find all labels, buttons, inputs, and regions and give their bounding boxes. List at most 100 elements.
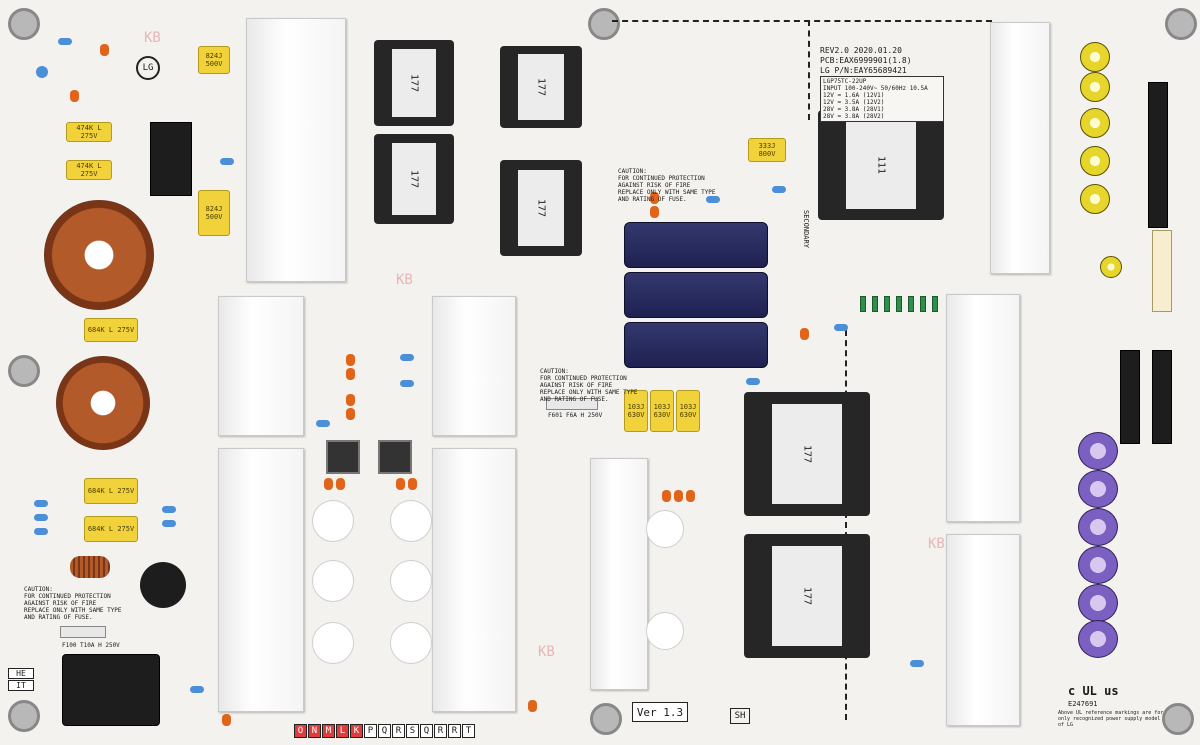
output-line: 28V = 3.8A (28V2)	[823, 113, 885, 120]
kb-watermark: KB	[144, 30, 161, 46]
letter-box: K	[350, 724, 363, 738]
input-connector	[62, 654, 160, 726]
film-capacitor: 824J 500V	[198, 190, 230, 236]
output-capacitor	[1078, 432, 1118, 470]
resistor	[336, 478, 345, 490]
connector	[1148, 82, 1168, 228]
caution-text: CAUTION: FOR CONTINUED PROTECTION AGAINS…	[618, 168, 716, 203]
resistor	[650, 206, 659, 218]
bulk-capacitor	[624, 222, 768, 268]
y-capacitor	[34, 528, 48, 535]
output-capacitor	[1078, 584, 1118, 622]
small-transformer	[326, 440, 360, 474]
resistor	[674, 490, 683, 502]
output-line: 12V = 1.6A (12V1)	[823, 92, 885, 99]
rev-text: REV2.0 2020.01.20	[820, 46, 902, 55]
kb-watermark: KB	[538, 644, 555, 660]
bottom-letter-strip: O N M L K P Q R S Q R R T	[294, 724, 476, 738]
y-capacitor	[400, 380, 414, 387]
caution-text: CAUTION: FOR CONTINUED PROTECTION AGAINS…	[24, 586, 122, 621]
resistor	[346, 354, 355, 366]
resistor	[800, 328, 809, 340]
lg-pn-text: LG P/N:EAY65689421	[820, 66, 907, 75]
y-capacitor	[220, 158, 234, 165]
letter-box: O	[294, 724, 307, 738]
relay	[150, 122, 192, 196]
film-capacitor: 103J 630V	[676, 390, 700, 432]
bulk-capacitor	[624, 272, 768, 318]
resistor	[662, 490, 671, 502]
pcb-text: PCB:EAX6999901(1.8)	[820, 56, 912, 65]
film-capacitor: 103J 630V	[624, 390, 648, 432]
y-capacitor	[34, 500, 48, 507]
lg-logo-icon: LG	[136, 56, 160, 80]
secondary-label: SECONDARY	[802, 210, 810, 248]
resistor	[346, 408, 355, 420]
resistor	[686, 490, 695, 502]
output-line: 12V = 3.5A (12V2)	[823, 99, 885, 106]
transformer: 177	[744, 392, 870, 516]
fuse	[546, 398, 598, 410]
output-capacitor	[1080, 72, 1110, 102]
small-transformer	[378, 440, 412, 474]
resistor	[70, 90, 79, 102]
component	[646, 612, 684, 650]
heatsink	[946, 534, 1020, 726]
component	[312, 500, 354, 542]
component	[312, 560, 354, 602]
resistor	[908, 296, 914, 312]
heatsink	[946, 294, 1020, 522]
resistor	[100, 44, 109, 56]
inductor	[70, 556, 110, 578]
output-capacitor	[1078, 546, 1118, 584]
transformer: 111	[818, 110, 944, 220]
ul-number: E247691	[1068, 700, 1098, 708]
common-mode-choke	[56, 356, 150, 450]
resistor	[324, 478, 333, 490]
output-capacitor	[1080, 184, 1110, 214]
film-capacitor: 684K L 275V	[84, 516, 138, 542]
output-capacitor	[1080, 42, 1110, 72]
ul-note: Above UL reference markings are for only…	[1058, 710, 1164, 728]
resistor	[650, 192, 659, 204]
resistor	[528, 700, 537, 712]
y-capacitor	[34, 514, 48, 521]
film-capacitor: 333J 800V	[748, 138, 786, 162]
output-capacitor	[1078, 620, 1118, 658]
y-capacitor	[162, 506, 176, 513]
transformer: 177	[500, 160, 582, 256]
output-capacitor	[1080, 146, 1110, 176]
letter-box: Q	[378, 724, 391, 738]
letter-box: R	[434, 724, 447, 738]
letter-box: Q	[420, 724, 433, 738]
letter-box: N	[308, 724, 321, 738]
isolation-trace	[808, 20, 810, 120]
film-capacitor: 103J 630V	[650, 390, 674, 432]
version-label: Ver 1.3	[632, 702, 688, 722]
heatsink	[218, 296, 304, 436]
letter-box: R	[448, 724, 461, 738]
thermistor	[140, 562, 186, 608]
y-capacitor	[834, 324, 848, 331]
connector	[1152, 230, 1172, 312]
resistor	[346, 394, 355, 406]
heatsink	[218, 448, 304, 712]
resistor	[932, 296, 938, 312]
heatsink	[990, 22, 1050, 274]
input-text: INPUT 100-240V~ 50/60Hz 10.5A	[823, 85, 928, 92]
component	[390, 560, 432, 602]
y-capacitor	[400, 354, 414, 361]
resistor	[860, 296, 866, 312]
resistor	[408, 478, 417, 490]
y-capacitor	[162, 520, 176, 527]
transformer: 177	[744, 534, 870, 658]
he-label: HE	[8, 668, 34, 679]
component	[312, 622, 354, 664]
output-line: 28V = 3.8A (28V1)	[823, 106, 885, 113]
letter-box: R	[392, 724, 405, 738]
resistor	[346, 368, 355, 380]
mounting-hole	[1162, 703, 1194, 735]
letter-box: M	[322, 724, 335, 738]
output-capacitor	[1078, 508, 1118, 546]
y-capacitor	[316, 420, 330, 427]
